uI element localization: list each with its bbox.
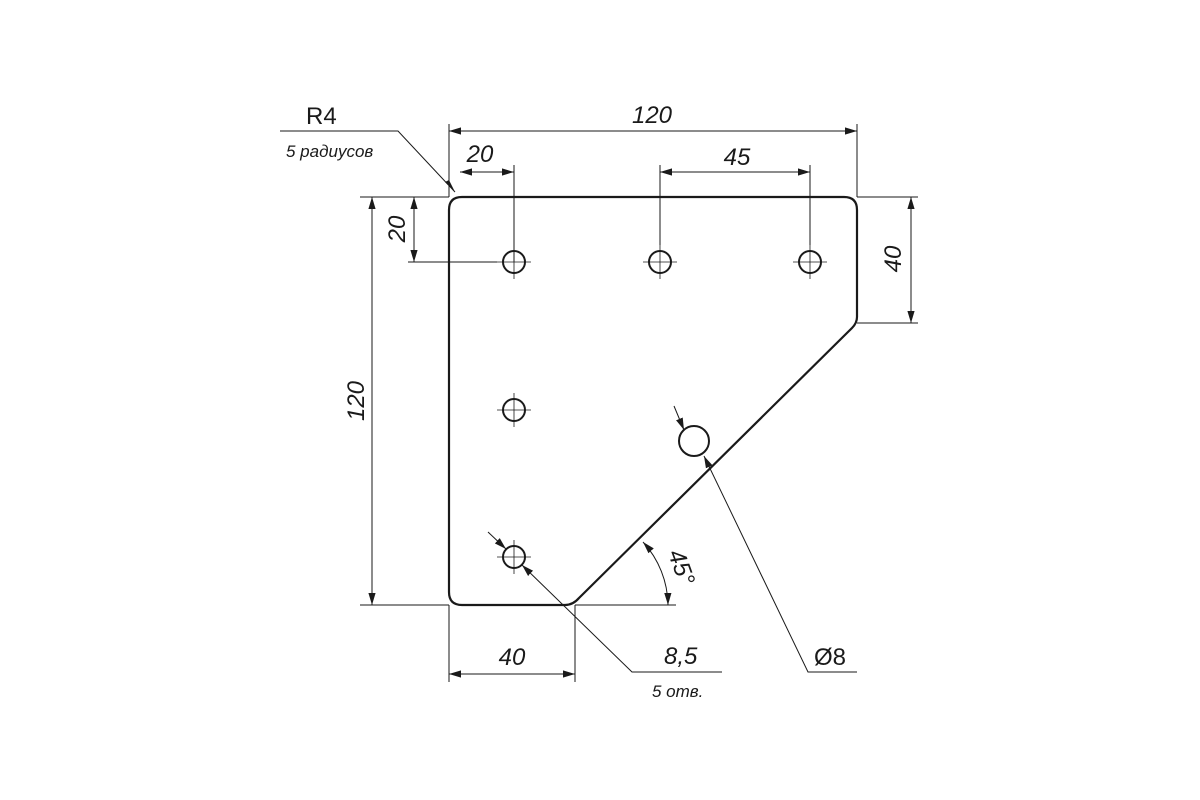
callout-large-hole: Ø8 — [814, 644, 846, 671]
hole-large — [678, 425, 710, 457]
callout-radius: R4 — [306, 103, 337, 130]
callout-small-hole-note: 5 отв. — [652, 682, 703, 701]
dim-overall-width: 120 — [632, 102, 673, 129]
dim-hole-offset-x: 20 — [466, 141, 494, 168]
hole-top-3 — [793, 245, 827, 279]
dim-angle: 45° — [662, 546, 700, 590]
hole-top-2 — [643, 245, 677, 279]
hole-middle-left — [497, 393, 531, 427]
hole-bottom-left — [497, 540, 531, 574]
dim-overall-height: 120 — [343, 380, 370, 421]
callout-radius-note: 5 радиусов — [286, 142, 373, 161]
plate-outline — [447, 195, 859, 607]
dim-right-edge: 40 — [880, 245, 907, 272]
dim-hole-offset-y: 20 — [384, 215, 411, 243]
callout-small-hole: 8,5 — [664, 643, 698, 670]
dim-bottom-edge: 40 — [499, 644, 526, 671]
dim-hole-spacing: 45 — [724, 144, 751, 171]
